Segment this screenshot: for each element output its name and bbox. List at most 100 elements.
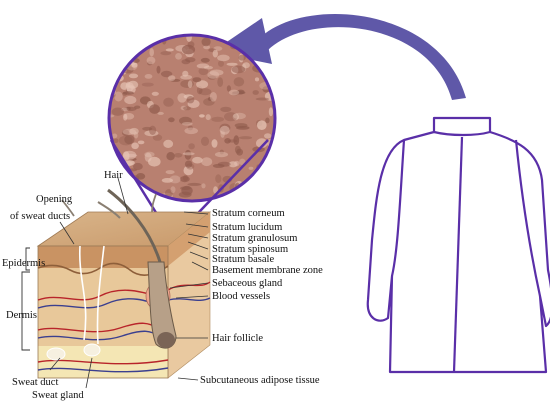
- skin-texture-cell: [109, 38, 124, 46]
- skin-texture-cell: [264, 133, 272, 139]
- skin-texture-cell: [224, 138, 231, 144]
- skin-texture-cell: [258, 189, 264, 198]
- skin-texture-cell: [267, 171, 271, 181]
- skin-texture-cell: [254, 77, 260, 82]
- blood-vessel: [167, 297, 211, 301]
- skin-texture-cell: [224, 112, 238, 122]
- skin-texture-cell: [127, 80, 139, 89]
- skin-texture-cell: [188, 143, 195, 150]
- blood-vessel: [37, 367, 169, 373]
- skin-texture-cell: [196, 63, 210, 69]
- skin-texture-cell: [233, 135, 240, 146]
- skin-texture-cell: [269, 69, 275, 76]
- skin-texture-cell: [248, 166, 254, 170]
- label-blood-vessels: Blood vessels: [212, 291, 270, 302]
- skin-texture-cell: [121, 129, 130, 136]
- skin-texture-cell: [181, 122, 193, 126]
- label-stratum-spinosum: Stratum spinosum: [212, 244, 288, 255]
- skin-texture-cell: [166, 152, 175, 161]
- skin-block: [36, 188, 212, 379]
- skin-texture-cell: [209, 92, 217, 102]
- skin-texture-cell: [152, 134, 163, 141]
- skin-texture-cell: [201, 183, 206, 189]
- skin-texture-cell: [121, 44, 134, 49]
- skin-texture-cell: [200, 57, 210, 63]
- skin-texture-cell: [125, 160, 135, 166]
- skin-texture-cell: [268, 107, 273, 117]
- skin-texture-cell: [129, 127, 139, 135]
- skin-texture-cell: [124, 180, 135, 187]
- skin-texture-cell: [187, 80, 193, 88]
- skin-texture-cell: [109, 155, 116, 165]
- skin-texture-cell: [221, 196, 232, 200]
- skin-texture-cell: [151, 91, 159, 96]
- skin-texture-cell: [137, 140, 145, 145]
- skin-texture-cell: [163, 139, 174, 148]
- skin-texture-cell: [183, 106, 191, 111]
- skin-texture-cell: [111, 107, 124, 116]
- leader-lines: [49, 177, 209, 389]
- blood-vessel: [37, 359, 169, 365]
- skin-texture-cell: [201, 157, 213, 167]
- skin-texture-cell: [192, 156, 203, 164]
- skin-texture-cell: [267, 63, 273, 67]
- skin-texture-cell: [238, 54, 246, 61]
- skin-texture-cell: [205, 114, 211, 121]
- skin-texture-cell: [261, 164, 275, 170]
- skin-texture-cell: [144, 130, 159, 137]
- skin-texture-cell: [259, 192, 268, 198]
- skin-texture-cell: [219, 149, 224, 155]
- skin-texture-cell: [182, 70, 189, 77]
- skin-texture-cell: [168, 75, 176, 81]
- skin-texture-cell: [144, 152, 152, 162]
- label-stratum-granulosum: Stratum granulosum: [212, 233, 297, 244]
- skin-texture-cell: [200, 136, 210, 146]
- skin-texture-cell: [149, 48, 154, 57]
- skin-texture-cell: [156, 65, 161, 74]
- label-basement-membrane: Basement membrane zone: [212, 265, 323, 276]
- skin-texture-cell: [228, 161, 238, 168]
- skin-texture-cell: [118, 35, 129, 44]
- skin-texture-cell: [114, 91, 123, 102]
- skin-texture-cell: [198, 88, 212, 96]
- skin-texture-cell: [125, 81, 131, 89]
- skin-texture-cell: [123, 176, 130, 182]
- skin-texture-cell: [255, 97, 270, 101]
- skin-texture-cell: [170, 186, 176, 194]
- label-sebaceous-gland: Sebaceous gland: [212, 278, 283, 289]
- skin-texture-cell: [160, 51, 172, 56]
- skin-texture-cell: [111, 133, 118, 139]
- skin-texture-cell: [201, 37, 211, 47]
- skin-texture-cell: [233, 112, 246, 120]
- skin-texture-cell: [126, 182, 135, 191]
- skin-texture-cell: [187, 182, 201, 186]
- skin-texture-cell: [207, 97, 213, 101]
- skin-texture-cell: [180, 105, 188, 111]
- label-stratum-lucidum: Stratum lucidum: [212, 222, 282, 233]
- skin-texture-cell: [163, 97, 174, 107]
- skin-texture-cell: [217, 54, 230, 62]
- skin-texture-cell: [182, 152, 195, 156]
- skin-texture-cell: [109, 160, 117, 169]
- skin-texture-cell: [199, 114, 205, 118]
- skin-texture-cell: [128, 73, 139, 79]
- label-epidermis: Epidermis: [2, 258, 45, 269]
- skin-texture-cell: [219, 125, 230, 135]
- skin-texture-cell: [234, 145, 241, 154]
- skin-texture-cell: [179, 116, 192, 125]
- skin-texture-cell: [180, 186, 191, 190]
- skin-texture-cell: [242, 62, 250, 69]
- skin-texture-cell: [198, 67, 209, 76]
- skin-texture-cell: [238, 195, 251, 201]
- skin-texture-cell: [183, 165, 194, 176]
- skin-texture-cell: [186, 96, 195, 104]
- skin-texture-cell: [268, 185, 275, 194]
- skin-texture-cell: [255, 138, 268, 149]
- label-opening-1: Opening: [36, 194, 73, 205]
- skin-texture-cell: [187, 125, 193, 131]
- skin-texture-cell: [207, 71, 220, 79]
- skin-texture-cell: [231, 65, 246, 74]
- skin-texture-cell: [110, 43, 125, 50]
- skin-texture-cell: [203, 65, 213, 70]
